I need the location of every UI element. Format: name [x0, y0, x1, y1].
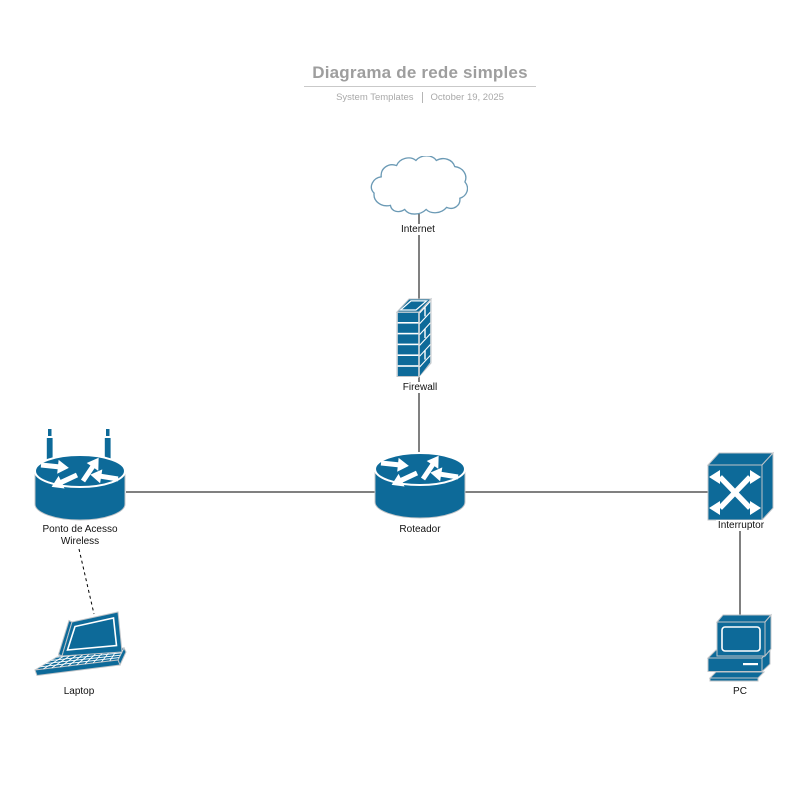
- node-label-switch: Interruptor: [715, 520, 767, 531]
- node-label-access-point: Ponto de Acesso Wireless: [40, 524, 120, 547]
- node-switch[interactable]: Interruptor: [704, 448, 778, 538]
- subtitle: System Templates October 19, 2025: [300, 92, 540, 103]
- page-title: Diagrama de rede simples: [312, 63, 528, 82]
- pc-icon: [706, 613, 773, 682]
- cloud-icon: [370, 156, 468, 215]
- node-firewall[interactable]: Firewall: [392, 296, 448, 408]
- edge-accesspoint-laptop-wireless[interactable]: [78, 548, 95, 615]
- node-laptop[interactable]: Laptop: [29, 604, 129, 702]
- title-block: Diagrama de rede simples System Template…: [300, 63, 540, 103]
- node-label-laptop: Laptop: [61, 686, 97, 697]
- node-router[interactable]: Roteador: [374, 452, 466, 544]
- node-internet[interactable]: Internet: [368, 156, 468, 252]
- wireless-access-point-icon: [34, 429, 126, 521]
- title-divider: [304, 86, 536, 87]
- node-label-router: Roteador: [397, 524, 443, 535]
- node-label-pc: PC: [731, 686, 749, 697]
- subtitle-author: System Templates: [336, 92, 414, 103]
- router-icon: [374, 452, 466, 519]
- firewall-icon: [395, 297, 433, 378]
- node-pc[interactable]: PC: [700, 600, 780, 698]
- node-access-point[interactable]: Ponto de Acesso Wireless: [34, 428, 126, 550]
- node-label-firewall: Firewall: [400, 382, 440, 393]
- node-label-internet: Internet: [399, 224, 437, 235]
- laptop-icon: [34, 611, 127, 677]
- switch-icon: [706, 451, 775, 522]
- subtitle-date: October 19, 2025: [430, 92, 504, 103]
- subtitle-separator: [421, 92, 423, 103]
